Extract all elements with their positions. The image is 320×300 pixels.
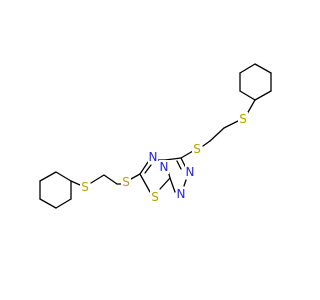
sulfur-atom-upper-chain-background: [238, 112, 248, 126]
sulfur-atom-core-lower: S: [122, 175, 130, 189]
sulfur-atom-upper-chain: S: [239, 112, 247, 126]
nitrogen-atom-triazole-right-background: [185, 165, 195, 179]
nitrogen-atom-triazole-bottom-background: [176, 187, 186, 201]
nitrogen-atom-ring-top: N: [149, 150, 158, 164]
nitrogen-atom-triazole-bottom: N: [177, 187, 186, 201]
sulfur-atom-core-upper-background: [192, 142, 202, 156]
sulfur-atom-ring-background: [150, 190, 160, 204]
sulfur-atom-ring: S: [151, 190, 159, 204]
nitrogen-atom-bridge-background: [159, 160, 169, 174]
sulfur-atom-lower-chain-background: [80, 180, 90, 194]
nitrogen-atom-ring-top-background: [148, 150, 158, 164]
lower-cyclohexane-ring: [39, 171, 72, 209]
sulfur-atom-core-lower-background: [121, 175, 131, 189]
upper-cyclohexane-ring: [239, 63, 272, 101]
nitrogen-atom-bridge: N: [160, 160, 169, 174]
upper-side-chain: [180, 99, 256, 159]
sulfur-atom-core-upper: S: [193, 142, 201, 156]
nitrogen-atom-triazole-right: N: [186, 165, 195, 179]
sulfur-atom-lower-chain: S: [81, 180, 89, 194]
